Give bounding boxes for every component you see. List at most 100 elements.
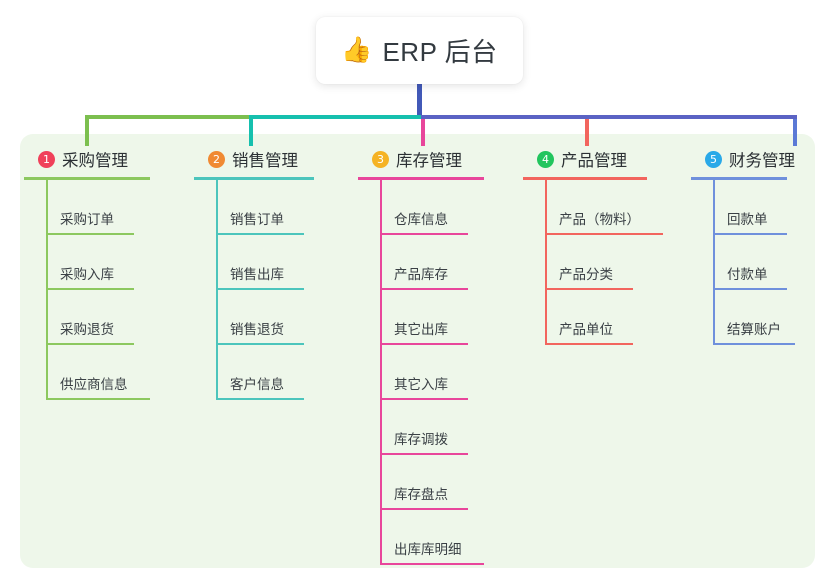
leaf-item-label: 销售出库 bbox=[230, 267, 284, 282]
branch-header-inventory[interactable]: 3 库存管理 bbox=[358, 146, 528, 172]
leaf-item[interactable]: 回款单 bbox=[691, 180, 831, 235]
leaf-item[interactable]: 销售出库 bbox=[194, 235, 358, 290]
leaf-item[interactable]: 产品分类 bbox=[523, 235, 691, 290]
leaf-item-label: 产品单位 bbox=[559, 322, 613, 337]
leaf-item-rule bbox=[380, 453, 468, 455]
branch-title-purchasing: 采购管理 bbox=[62, 152, 128, 170]
bar-segment-blue bbox=[421, 115, 797, 119]
bar-segment-teal bbox=[249, 115, 421, 119]
branch-sales: 2 销售管理销售订单销售出库销售退货客户信息 bbox=[194, 146, 358, 400]
leaf-item-label: 库存调拨 bbox=[394, 432, 448, 447]
leaf-item-label: 采购订单 bbox=[60, 212, 114, 227]
branch-items-purchasing: 采购订单采购入库采购退货供应商信息 bbox=[24, 180, 194, 400]
leaf-item-rule bbox=[380, 398, 468, 400]
branch-title-sales: 销售管理 bbox=[232, 152, 298, 170]
branch-inventory: 3 库存管理仓库信息产品库存其它出库其它入库库存调拨库存盘点出库库明细 bbox=[358, 146, 528, 565]
root-title: ERP 后台 bbox=[382, 37, 498, 67]
leaf-item[interactable]: 产品单位 bbox=[523, 290, 691, 345]
branch-underline-inventory bbox=[358, 177, 484, 180]
root-node[interactable]: 👍 ERP 后台 bbox=[316, 17, 523, 84]
branch-items-product: 产品（物料） 产品分类产品单位 bbox=[523, 180, 691, 345]
leaf-item-label: 其它出库 bbox=[394, 322, 448, 337]
leaf-item-label: 客户信息 bbox=[230, 377, 284, 392]
diagram-panel bbox=[20, 134, 815, 568]
leaf-item-rule bbox=[216, 343, 304, 345]
drop-finance bbox=[793, 119, 797, 146]
branch-title-finance: 财务管理 bbox=[729, 152, 795, 170]
bar-segment-green bbox=[85, 115, 249, 119]
leaf-item[interactable]: 出库库明细 bbox=[358, 510, 528, 565]
leaf-item-rule bbox=[46, 343, 134, 345]
leaf-item[interactable]: 采购订单 bbox=[24, 180, 194, 235]
leaf-item-label: 供应商信息 bbox=[60, 377, 128, 392]
leaf-item[interactable]: 采购入库 bbox=[24, 235, 194, 290]
leaf-item-rule bbox=[216, 288, 304, 290]
leaf-item[interactable]: 仓库信息 bbox=[358, 180, 528, 235]
leaf-item-rule bbox=[380, 563, 484, 565]
leaf-item-rule bbox=[545, 343, 633, 345]
leaf-item[interactable]: 产品（物料） bbox=[523, 180, 691, 235]
leaf-item-label: 销售退货 bbox=[230, 322, 284, 337]
branch-spine-product bbox=[545, 180, 547, 345]
leaf-item-rule bbox=[46, 233, 134, 235]
leaf-item-label: 出库库明细 bbox=[394, 542, 462, 557]
leaf-item-label: 采购入库 bbox=[60, 267, 114, 282]
branch-header-purchasing[interactable]: 1 采购管理 bbox=[24, 146, 194, 172]
drop-purchasing bbox=[85, 119, 89, 146]
leaf-item-label: 其它入库 bbox=[394, 377, 448, 392]
leaf-item-rule bbox=[216, 398, 304, 400]
root-stem-connector bbox=[417, 84, 422, 119]
leaf-item-rule bbox=[713, 288, 787, 290]
leaf-item-rule bbox=[380, 508, 468, 510]
branch-underline-product bbox=[523, 177, 647, 180]
leaf-item[interactable]: 产品库存 bbox=[358, 235, 528, 290]
branch-badge-sales: 2 bbox=[208, 150, 225, 168]
branch-spine-inventory bbox=[380, 180, 382, 565]
leaf-item[interactable]: 其它出库 bbox=[358, 290, 528, 345]
leaf-item[interactable]: 供应商信息 bbox=[24, 345, 194, 400]
leaf-item[interactable]: 库存调拨 bbox=[358, 400, 528, 455]
leaf-item-label: 销售订单 bbox=[230, 212, 284, 227]
leaf-item-label: 结算账户 bbox=[727, 322, 781, 337]
leaf-item[interactable]: 销售订单 bbox=[194, 180, 358, 235]
branch-spine-finance bbox=[713, 180, 715, 345]
leaf-item-rule bbox=[380, 343, 468, 345]
leaf-item[interactable]: 其它入库 bbox=[358, 345, 528, 400]
leaf-item-label: 回款单 bbox=[727, 212, 768, 227]
leaf-item-label: 库存盘点 bbox=[394, 487, 448, 502]
leaf-item-rule bbox=[713, 233, 787, 235]
leaf-item-label: 采购退货 bbox=[60, 322, 114, 337]
leaf-item[interactable]: 付款单 bbox=[691, 235, 831, 290]
leaf-item-label: 仓库信息 bbox=[394, 212, 448, 227]
branch-badge-inventory: 3 bbox=[372, 150, 389, 168]
leaf-item[interactable]: 结算账户 bbox=[691, 290, 831, 345]
drop-sales bbox=[249, 119, 253, 146]
leaf-item-rule bbox=[216, 233, 304, 235]
branch-header-sales[interactable]: 2 销售管理 bbox=[194, 146, 358, 172]
branch-underline-finance bbox=[691, 177, 787, 180]
branch-spine-purchasing bbox=[46, 180, 48, 400]
branch-badge-purchasing: 1 bbox=[38, 150, 55, 168]
leaf-item-label: 付款单 bbox=[727, 267, 768, 282]
leaf-item-rule bbox=[380, 288, 468, 290]
branch-title-inventory: 库存管理 bbox=[396, 152, 462, 170]
drop-inventory bbox=[421, 119, 425, 146]
branch-underline-purchasing bbox=[24, 177, 150, 180]
leaf-item[interactable]: 库存盘点 bbox=[358, 455, 528, 510]
leaf-item-rule bbox=[713, 343, 795, 345]
leaf-item-rule bbox=[545, 288, 633, 290]
leaf-item-rule bbox=[46, 288, 134, 290]
branch-spine-sales bbox=[216, 180, 218, 400]
leaf-item[interactable]: 采购退货 bbox=[24, 290, 194, 345]
leaf-item[interactable]: 客户信息 bbox=[194, 345, 358, 400]
branch-underline-sales bbox=[194, 177, 314, 180]
leaf-item-rule bbox=[380, 233, 468, 235]
leaf-item[interactable]: 销售退货 bbox=[194, 290, 358, 345]
thumbs-up-icon: 👍 bbox=[341, 36, 373, 64]
leaf-item-label: 产品（物料） bbox=[559, 212, 640, 227]
